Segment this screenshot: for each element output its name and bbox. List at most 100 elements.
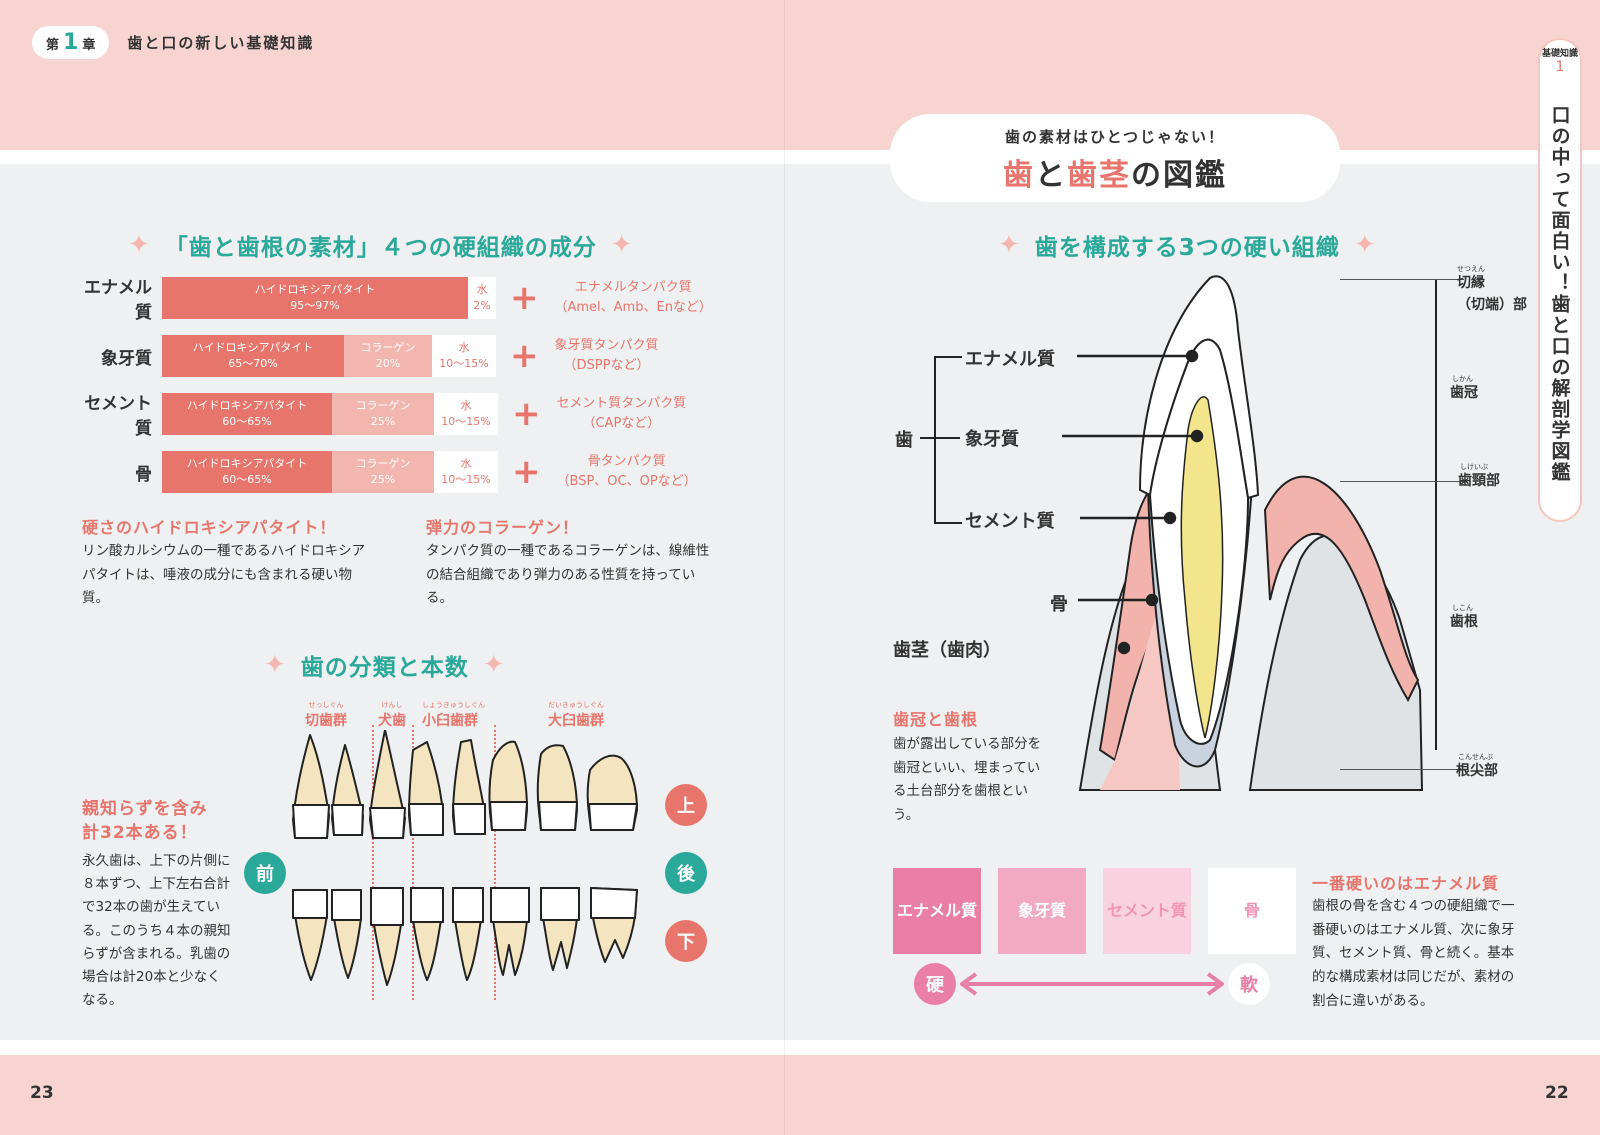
top-white-strip [0,150,1600,164]
crown-body: 歯が露出している部分を歯冠といい、埋まっている土台部分を歯根という。 [893,736,1042,823]
swatch-bone: 骨 [1208,868,1296,954]
group-divider [494,725,496,1000]
group-ruby: けんし [381,701,403,709]
segment-name: 水 [458,340,470,354]
region-tick [1340,481,1464,482]
bracket-line [934,356,936,524]
segment-name: コラーゲン [355,398,411,412]
spine [784,0,785,1135]
sub-title-text: 歯を構成する3つの硬い組織 [1034,235,1340,261]
segment-percent: 20% [375,357,401,370]
pointer-lines [1062,349,1204,655]
classes-body: 永久歯は、上下の片側に８本ずつ、上下左右合計で32本の歯が生えている。このうち４… [82,853,231,1009]
label-gum: 歯茎（歯肉） [893,640,1001,661]
ruby-crown: しかん [1452,375,1473,383]
note1-body: リン酸カルシウムの一種であるハイドロキシアパタイトは、唾液の成分にも含まれる硬い… [82,543,366,607]
segment-name: ハイドロキシアパタイト [192,340,314,354]
teeth-illustration [292,730,638,986]
swatch-cementum: セメント質 [1103,868,1191,954]
group-premolars: しょうきゅうしぐん 小臼歯群 [422,700,485,730]
plus-icon: + [510,336,539,376]
segment-water: 水 10〜15% [432,335,496,377]
segment-name: コラーゲン [355,456,411,470]
segment-hydroxyapatite: ハイドロキシアパタイト 60〜65% [162,393,332,435]
top-band [0,0,1600,150]
upper-molar-3-crown [588,803,638,831]
bracket-mid [920,437,960,439]
bottom-white-strip [0,1040,1600,1055]
group-ruby: せっしぐん [308,701,344,709]
classes-lead-line1: 親知らずを含み [82,799,208,819]
hard-circle: 硬 [914,963,956,1005]
soft-circle: 軟 [1228,963,1270,1005]
gum-right [1263,475,1420,703]
ruby-apex: こんせんぶ [1458,753,1493,761]
classes-title: ✦ 歯の分類と本数 ✦ [264,648,506,682]
protein-note: セメント質タンパク質（CAPなど） [557,394,687,434]
note2-body: タンパク質の一種であるコラーゲンは、線維性の結合組織であり弾力のある性質を持って… [426,543,710,607]
ruby-incisal: せつえん [1457,265,1485,273]
lower-premolar-2-crown [452,887,484,923]
component-label: 象牙質 [101,348,152,369]
segment-collagen: コラーゲン 20% [344,335,432,377]
segment-name: ハイドロキシアパタイト [186,398,308,412]
kicker: 歯の素材はひとつじゃない！ [1005,128,1225,146]
component-label: エナメル質 [84,278,152,323]
side-tab-small: 基礎知識 [1541,49,1578,59]
plus-icon: + [512,394,541,434]
component-row: 象牙質 ハイドロキシアパタイト 65〜70% コラーゲン 20% 水 10〜15% + 象牙質タ… [70,334,659,378]
group-ruby: だいきゅうしぐん [548,701,604,709]
protein-note: エナメルタンパク質（Amel、Amb、Enなど） [555,278,712,318]
region-scale [1435,280,1437,750]
protein-examples: （BSP、OC、OPなど） [556,474,697,489]
lower-molar-2-crown [540,887,580,921]
chapter-pill: 第 1 章 [32,26,110,59]
group-canine: けんし 犬歯 [378,700,406,730]
lower-molar-3-crown [590,887,638,919]
group-ruby: しょうきゅうしぐん [422,701,485,709]
swatch-dentin: 象牙質 [998,868,1086,954]
swatch-enamel: エナメル質 [893,868,981,954]
upper-molar-2-crown [538,801,578,831]
protein-note: 骨タンパク質 （BSP、OC、OPなど） [557,452,697,492]
hardness-arrow-icon [960,972,1224,996]
page-number-right: 22 [1545,1083,1569,1103]
segment-percent: 60〜65% [222,415,272,428]
upper-incisor-1-crown [292,804,330,839]
segment-name: 水 [476,282,488,296]
region-incisal: 切縁 [1457,275,1485,291]
hard-body: 歯根の骨を含む４つの硬組織で一番硬いのはエナメル質、次に象牙質、セメント質、骨と… [1312,898,1515,1009]
region-tick [1340,769,1464,770]
protein-name: 骨タンパク質 [587,453,666,469]
segment-percent: 10〜15% [439,357,489,370]
region-crown: 歯冠 [1450,385,1478,401]
chapter-number: 1 [63,30,79,55]
segment-percent: 65〜70% [228,357,278,370]
front-circle: 前 [244,852,286,894]
ruby-neck: しけいぶ [1460,463,1488,471]
side-tab-num: 1 [1555,59,1565,75]
protein-examples: （CAPなど） [582,416,661,431]
page-title-part2: と [1035,158,1067,193]
group-name: 小臼歯群 [422,713,478,729]
protein-examples: （DSPPなど） [563,358,650,373]
protein-name: 象牙質タンパク質 [554,337,659,353]
page-number-left: 23 [30,1083,54,1103]
lower-incisor-2-crown [331,889,362,921]
group-incisors: せっしぐん 切歯群 [305,700,347,730]
label-dentin: 象牙質 [965,429,1019,450]
plus-icon: + [510,278,539,318]
note1-title: 硬さのハイドロキシアパタイト！ [82,518,337,537]
segment-name: コラーゲン [360,340,416,354]
component-label: セメント質 [84,394,152,439]
group-name: 大臼歯群 [548,713,604,729]
page-title: 歯と歯茎の図鑑 [890,150,1340,194]
upper-canine-crown [369,807,406,839]
plus-icon: + [512,452,541,492]
label-enamel: エナメル質 [965,349,1055,370]
